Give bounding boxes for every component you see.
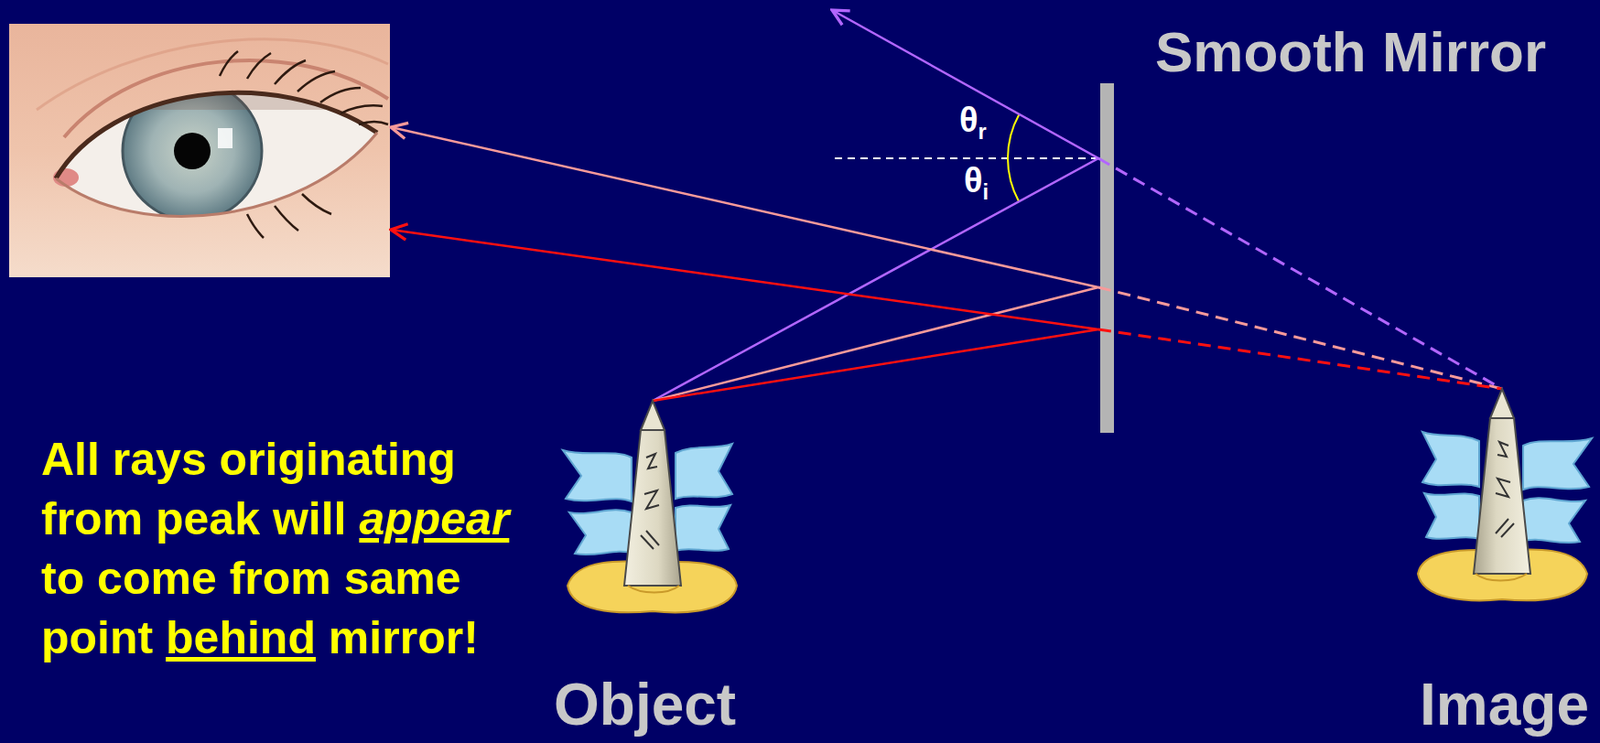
obelisk-tip — [1490, 389, 1514, 419]
light-ray — [652, 10, 1099, 401]
angle-label: θi — [963, 162, 989, 205]
flag — [1521, 497, 1586, 543]
word: will — [272, 493, 347, 545]
word — [99, 433, 113, 486]
flag — [675, 505, 731, 552]
angle-arc — [1007, 158, 1019, 202]
angle-symbol: θ — [963, 161, 984, 200]
lash — [247, 53, 271, 79]
object-label: Object — [553, 675, 736, 735]
lash — [320, 87, 361, 103]
word: appear — [358, 493, 509, 545]
base-shadow — [627, 585, 680, 594]
lash — [274, 205, 299, 231]
word: same — [344, 552, 462, 605]
word — [206, 433, 220, 486]
angle-arc — [1007, 114, 1019, 159]
flag — [562, 450, 632, 502]
lash — [302, 194, 332, 215]
text-line: All rays originating — [41, 430, 509, 490]
obelisk-shaft — [1473, 418, 1531, 574]
angle-symbol: θ — [959, 100, 979, 140]
angle-subscript: i — [983, 180, 990, 205]
obelisk-mark — [1495, 478, 1511, 498]
obelisk-mark — [646, 454, 658, 469]
flag — [1422, 432, 1480, 487]
word: originating — [219, 433, 456, 486]
word — [216, 552, 230, 605]
word: rays — [112, 433, 207, 486]
obelisk-mark — [1497, 442, 1509, 457]
lash — [274, 60, 306, 85]
word: from — [41, 493, 143, 545]
word — [152, 612, 166, 664]
lash — [219, 51, 238, 76]
word — [259, 493, 273, 545]
image-label: Image — [1419, 675, 1590, 735]
normal-line — [834, 157, 1099, 160]
word: peak — [155, 493, 260, 545]
mirror-label: Smooth Mirror — [1155, 23, 1546, 81]
flag — [675, 443, 733, 499]
eye-highlight — [217, 128, 233, 149]
word: to — [41, 552, 85, 605]
mirror — [1100, 83, 1114, 433]
angle-subscript: r — [978, 119, 987, 144]
word: point — [41, 612, 153, 664]
lash — [247, 214, 264, 238]
lash — [358, 121, 389, 125]
lash — [340, 105, 383, 114]
light-ray — [390, 229, 1099, 401]
pupil — [173, 132, 211, 170]
base-shadow — [1475, 573, 1527, 582]
lid-shadow — [55, 92, 378, 179]
obelisk-mark — [640, 530, 660, 550]
word — [345, 493, 359, 545]
word — [331, 552, 345, 605]
obelisk-mark — [644, 490, 660, 509]
eyelashes — [219, 51, 389, 238]
word — [142, 493, 156, 545]
flag — [1523, 438, 1592, 490]
word: behind — [165, 612, 316, 664]
word: All — [41, 433, 100, 486]
upper-lid — [55, 92, 378, 179]
obelisk-tip — [640, 400, 665, 431]
flag — [569, 509, 634, 555]
word — [84, 552, 98, 605]
text-line: from peak will appear — [41, 489, 509, 550]
word: mirror! — [328, 612, 479, 664]
light-ray — [390, 127, 1099, 401]
monument-object — [562, 400, 737, 613]
note-text: All rays originating from peak will appe… — [41, 430, 509, 669]
word: come — [97, 552, 217, 605]
virtual-ray — [1098, 158, 1503, 390]
eye-skin — [9, 23, 390, 278]
obelisk-shaft — [624, 430, 682, 586]
monument-image — [1417, 389, 1592, 601]
flag — [1424, 493, 1480, 540]
virtual-ray — [1098, 287, 1503, 390]
lash — [297, 71, 336, 92]
lower-lid — [55, 132, 378, 217]
eye-picture — [9, 23, 390, 278]
angle-label: θr — [959, 102, 987, 144]
obelisk-mark — [1495, 518, 1514, 538]
virtual-ray — [1098, 329, 1503, 390]
text-line: point behind mirror! — [41, 608, 509, 669]
word — [315, 612, 329, 664]
word: from — [229, 552, 332, 605]
text-line: to come from same — [41, 549, 509, 609]
